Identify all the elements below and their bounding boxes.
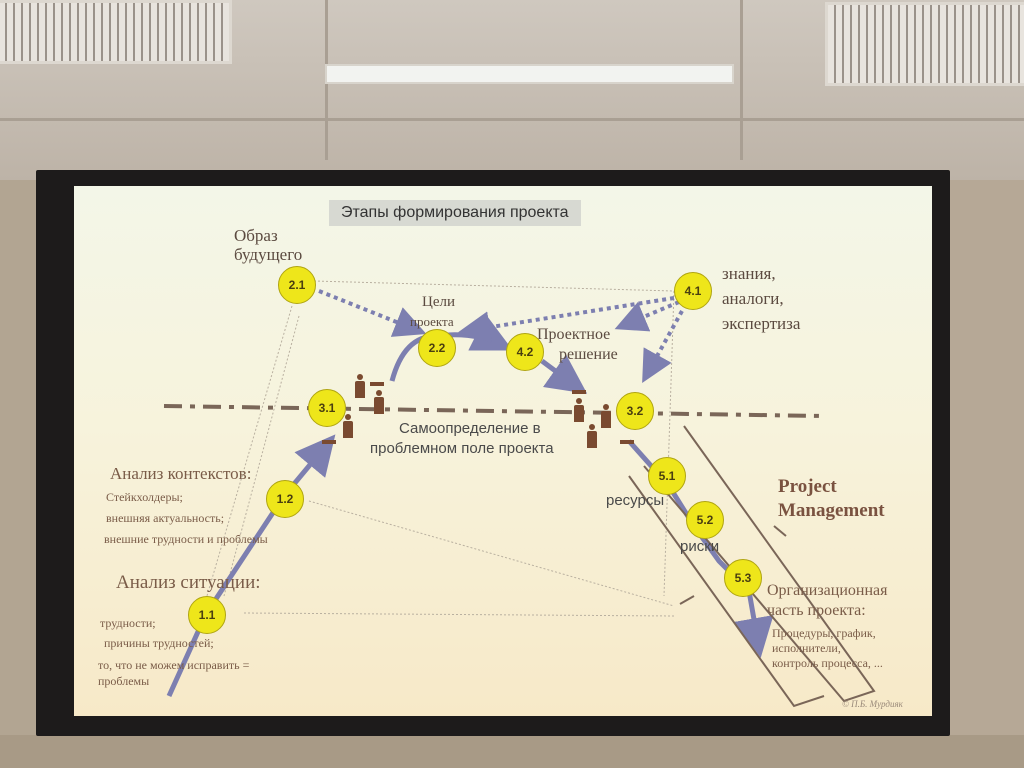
bracket-tick xyxy=(679,595,695,605)
dotted-arrow xyxy=(318,289,427,337)
label-context-analysis: Анализ контекстов: xyxy=(110,464,252,483)
label-resources: ресурсы xyxy=(606,492,665,509)
step-badge-1-1: 1.1 xyxy=(188,596,226,634)
bracket-tick xyxy=(773,525,787,537)
person-icon xyxy=(355,374,365,398)
wall xyxy=(0,180,40,768)
step-badge-1-2: 1.2 xyxy=(266,480,304,518)
label-self-determination: проблемном поле проекта xyxy=(370,440,554,457)
air-vent-right xyxy=(825,2,1024,86)
thin-guide xyxy=(308,500,675,607)
person-icon xyxy=(374,390,384,414)
label-knowledge: знания, xyxy=(722,264,776,283)
dotted-arrow xyxy=(642,310,684,383)
projected-slide: Этапы формирования проекта Образ будущег… xyxy=(74,186,932,716)
person-icon xyxy=(587,424,597,448)
step-badge-2-1: 2.1 xyxy=(278,266,316,304)
thin-guide xyxy=(243,612,675,617)
bracket-inner xyxy=(628,475,825,708)
copyright: © П.Б. Мурдияк xyxy=(842,699,903,709)
label-project-management: Management xyxy=(778,500,885,521)
ceiling-seam xyxy=(740,0,743,160)
label-risks: риски xyxy=(680,538,720,555)
label-org-part: Организационная xyxy=(767,582,888,599)
context-item: Стейкхолдеры; xyxy=(106,490,183,504)
label-solution: Проектное xyxy=(537,326,611,343)
org-item: контроль процесса, ... xyxy=(772,656,883,670)
org-item: исполнители, xyxy=(772,641,841,655)
step-badge-5-1: 5.1 xyxy=(648,457,686,495)
label-solution: решение xyxy=(559,346,618,363)
situation-item: трудности; xyxy=(100,616,156,630)
step-badge-3-1: 3.1 xyxy=(308,389,346,427)
wall xyxy=(0,735,1024,768)
main-path-arrow xyxy=(166,434,336,698)
divider-dashdot xyxy=(163,404,825,418)
step-badge-2-2: 2.2 xyxy=(418,329,456,367)
thin-guide xyxy=(223,315,300,597)
ceiling-seam xyxy=(0,118,1024,121)
label-situation-analysis: Анализ ситуации: xyxy=(116,572,261,593)
thin-guide xyxy=(663,290,675,597)
label-org-part: часть проекта: xyxy=(767,602,866,619)
step-bar-icon xyxy=(322,440,336,444)
context-item: внешние трудности и проблемы xyxy=(104,532,268,546)
step-badge-5-2: 5.2 xyxy=(686,501,724,539)
label-knowledge: экспертиза xyxy=(722,314,801,333)
person-icon xyxy=(574,398,584,422)
slide-title: Этапы формирования проекта xyxy=(329,200,581,226)
thin-guide xyxy=(313,280,675,292)
person-icon xyxy=(343,414,353,438)
label-goals: Цели xyxy=(422,294,456,310)
wall xyxy=(945,180,1024,768)
step-badge-4-2: 4.2 xyxy=(506,333,544,371)
label-goals: проекта xyxy=(410,314,454,329)
person-icon xyxy=(601,404,611,428)
step-badge-4-1: 4.1 xyxy=(674,272,712,310)
air-vent-left xyxy=(0,0,232,64)
label-knowledge: аналоги, xyxy=(722,289,784,308)
situation-item: то, что не можем исправить = xyxy=(98,658,250,672)
dotted-arrow xyxy=(614,300,680,332)
ceiling-light xyxy=(325,64,734,84)
thin-guide xyxy=(203,305,293,607)
label-self-determination: Самоопределение в xyxy=(399,420,541,437)
context-item: внешняя актуальность; xyxy=(106,511,225,525)
situation-item: причины трудностей; xyxy=(104,636,214,650)
step-bar-icon xyxy=(370,382,384,386)
step-badge-3-2: 3.2 xyxy=(616,392,654,430)
descending-arrow xyxy=(540,354,588,394)
label-project-management: Project xyxy=(778,476,837,497)
step-bar-icon xyxy=(572,390,586,394)
org-item: Процедуры, график, xyxy=(772,626,876,640)
step-badge-5-3: 5.3 xyxy=(724,559,762,597)
situation-item: проблемы xyxy=(98,674,150,688)
label-future-image: Образ будущего xyxy=(234,226,303,264)
step-bar-icon xyxy=(620,440,634,444)
